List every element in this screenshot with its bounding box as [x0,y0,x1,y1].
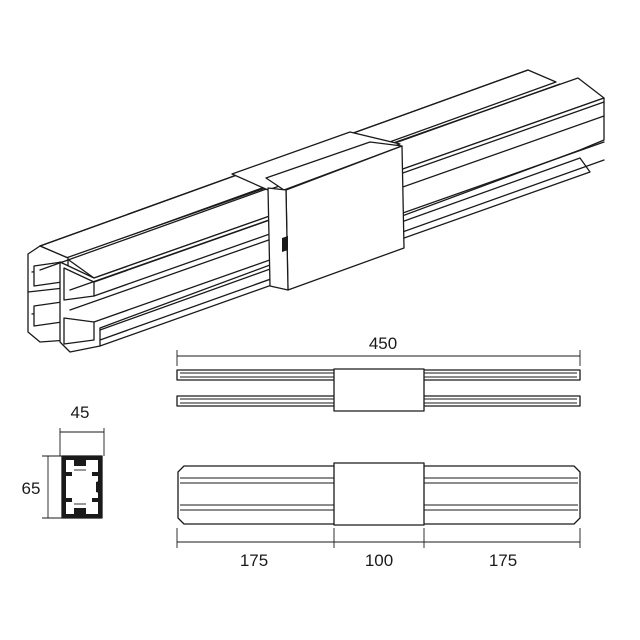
dimension-total-length: 450 [369,334,397,353]
dimension-width: 45 [71,403,90,422]
isometric-rail-view [27,69,605,353]
cross-section-view: 45 65 [22,403,105,519]
dimension-left-segment: 175 [240,551,268,570]
dimension-right-segment: 175 [489,551,517,570]
side-view: 175 100 175 [176,462,581,570]
dimension-height: 65 [22,479,41,498]
dimension-connector-length: 100 [365,551,393,570]
top-view: 450 [176,334,581,412]
